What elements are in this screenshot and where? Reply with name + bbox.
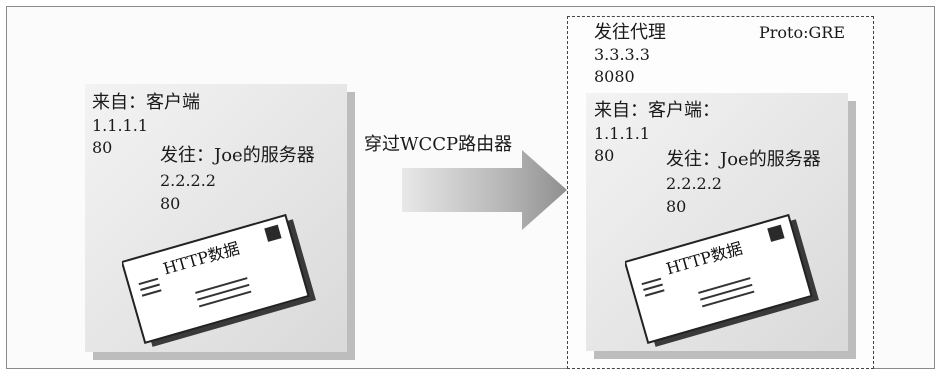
right-from-ip: 1.1.1.1 [594, 124, 650, 143]
right-outer-ip: 3.3.3.3 [594, 45, 650, 64]
stamp-icon [767, 224, 785, 242]
right-to-ip: 2.2.2.2 [666, 174, 722, 193]
left-to-port: 80 [160, 194, 181, 213]
right-inner-packet [586, 93, 856, 359]
left-from-label: 来自：客户端 [92, 92, 200, 113]
transit-arrow [402, 150, 572, 234]
stamp-icon [264, 224, 282, 242]
right-envelope: HTTP数据 [623, 205, 825, 350]
left-from-ip: 1.1.1.1 [92, 116, 148, 135]
right-outer-port: 8080 [594, 67, 635, 86]
arrow-label: 穿过WCCP路由器 [364, 134, 513, 155]
left-envelope: HTTP数据 [120, 205, 322, 350]
right-proto: Proto:GRE [759, 23, 846, 42]
right-from-label: 来自：客户端： [594, 100, 720, 121]
left-from-port: 80 [92, 138, 113, 157]
right-to-label: 发往：Joe的服务器 [666, 149, 821, 170]
right-to-port: 80 [666, 197, 687, 216]
left-to-ip: 2.2.2.2 [160, 171, 216, 190]
left-to-label: 发往：Joe的服务器 [160, 145, 315, 166]
right-outer-to-label: 发往代理 [594, 22, 666, 43]
right-from-port: 80 [594, 146, 615, 165]
